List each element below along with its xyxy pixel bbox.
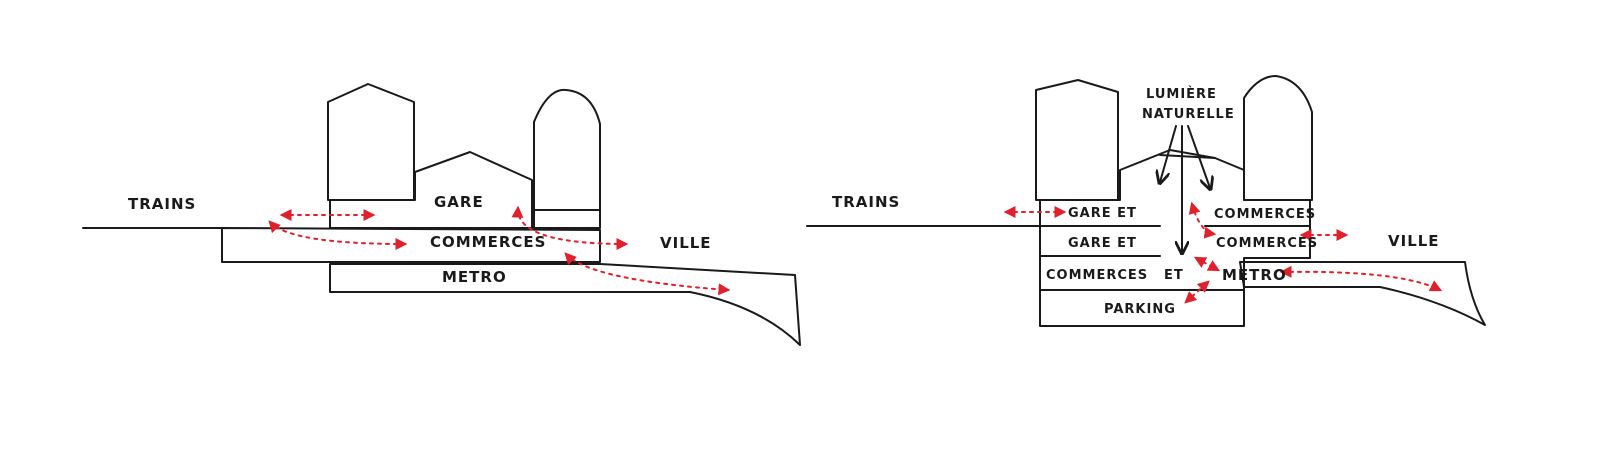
right-flow-arrow [1188,201,1217,239]
left-metro-band [329,263,801,346]
right-label-commerces-3: COMMERCES [1046,268,1148,283]
left-label-commerces: COMMERCES [430,233,546,251]
right-label-lumiere-1: LUMIÈRE [1146,86,1217,102]
light-arrow [1160,125,1177,182]
right-section: LUMIÈRE NATURELLE TRAINS GARE ET GARE ET… [806,75,1486,327]
right-flow-arrow [1184,280,1210,304]
left-flow-arrow [564,252,731,296]
left-flow-arrow [511,205,629,250]
right-label-metro: METRO [1222,266,1287,284]
left-gare-block [329,151,533,229]
left-section: TRAINS GARE COMMERCES VILLE METRO [82,83,801,346]
left-flow-arrow [268,220,408,250]
right-label-trains: TRAINS [832,193,900,211]
right-label-commerces-2: COMMERCES [1216,236,1318,251]
right-label-gare-et-1: GARE ET [1068,206,1137,221]
right-label-parking: PARKING [1104,302,1176,317]
right-flow-arrow [1279,265,1443,292]
left-label-ville: VILLE [660,234,712,252]
right-label-et: ET [1164,268,1184,283]
right-building-2 [1243,75,1313,201]
right-label-lumiere-2: NATURELLE [1142,107,1235,122]
left-building-2 [533,88,601,229]
left-building-1 [327,83,415,201]
right-label-ville: VILLE [1388,232,1440,250]
right-building-1 [1035,79,1119,201]
light-arrow [1187,125,1210,188]
left-label-gare: GARE [434,193,484,211]
right-flow-arrow [1193,256,1221,272]
right-label-gare-et-2: GARE ET [1068,236,1137,251]
right-skylight [1159,154,1216,159]
left-label-metro: METRO [442,268,507,286]
right-label-commerces-1: COMMERCES [1214,207,1316,222]
left-label-trains: TRAINS [128,195,196,213]
